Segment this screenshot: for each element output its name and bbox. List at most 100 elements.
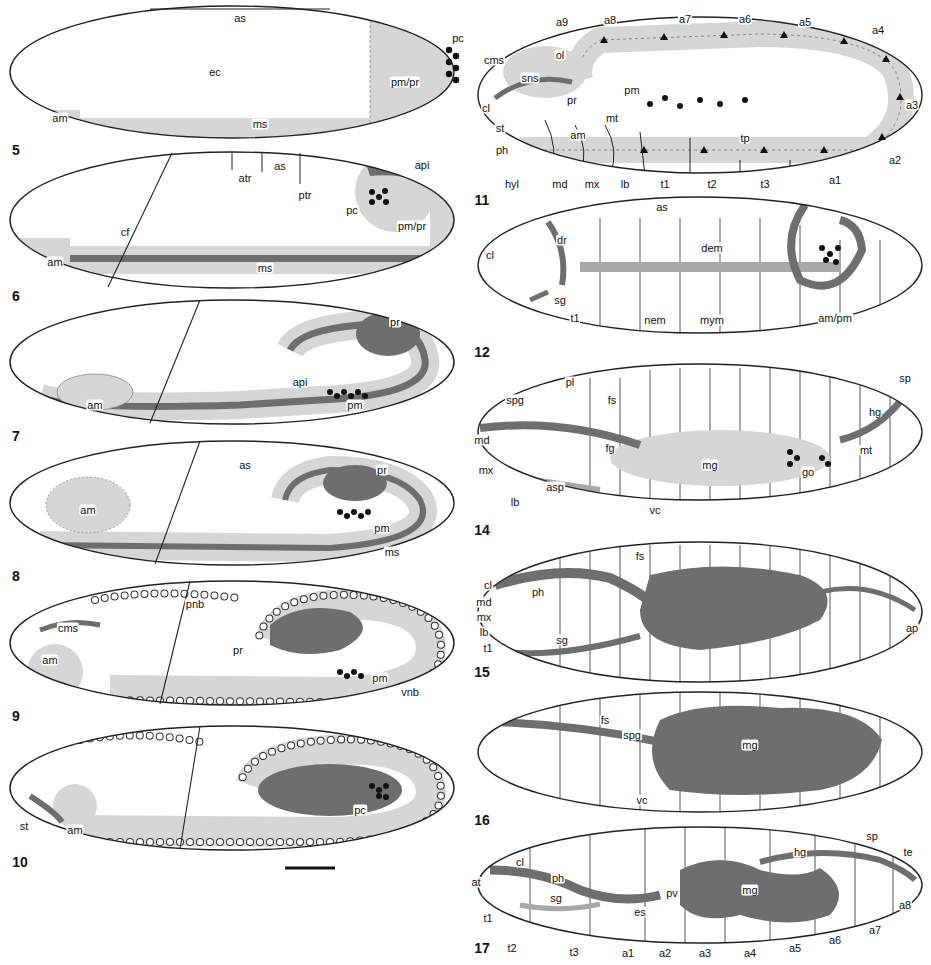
embryo-drawing-part [605, 125, 614, 175]
structure-label: ptr [298, 190, 313, 201]
structure-label: cl [515, 857, 525, 868]
structure-label: am [46, 257, 63, 268]
embryo-drawing-part [370, 0, 371, 150]
embryo-drawing-part [369, 188, 389, 205]
embryo-drawing-part [150, 300, 200, 423]
embryo-drawing-part [327, 389, 333, 395]
structure-label: am [51, 113, 68, 124]
embryo-drawing-part [717, 101, 723, 107]
embryo-drawing-part [860, 550, 861, 684]
stage-number: 10 [11, 855, 29, 869]
embryo-drawing-part [369, 189, 375, 195]
structure-label: mx [476, 612, 493, 623]
structure-label: a8 [603, 15, 617, 26]
embryo-drawing-part [880, 240, 881, 335]
embryo-drawing-part [60, 118, 380, 148]
embryo-drawing-part [10, 238, 70, 293]
structure-label: sns [520, 73, 539, 84]
embryo-drawing-part [640, 218, 641, 335]
embryo-drawing-part [478, 692, 922, 812]
stage-number: 11 [474, 193, 491, 207]
embryo-drawing-part [697, 97, 703, 103]
embryo-drawing-part [787, 461, 793, 467]
embryo-drawing-part [383, 199, 389, 205]
embryo-drawing-part [480, 368, 905, 502]
embryo-drawing-part [662, 95, 668, 101]
embryo-drawing-part [10, 150, 470, 293]
structure-label: a1 [828, 175, 842, 186]
embryo-drawing-part [647, 101, 653, 107]
embryo-drawing-part [760, 146, 768, 153]
embryo-drawing-part [690, 138, 691, 175]
structure-label: atr [238, 173, 253, 184]
embryo-drawing-part [760, 218, 761, 335]
embryo-drawing-part [337, 509, 371, 519]
embryo-drawing-part [530, 827, 531, 945]
embryo-drawing-part [580, 262, 840, 272]
structure-label: a2 [888, 155, 902, 166]
structure-label: hg [868, 407, 882, 418]
structure-label: cf [120, 227, 131, 238]
embryo-drawing-part [530, 205, 880, 335]
embryo-drawing-part [495, 692, 882, 814]
structure-label: pm [373, 523, 390, 534]
structure-label: ph [495, 145, 509, 156]
embryo-drawing-part [860, 375, 861, 502]
structure-label: a5 [788, 943, 802, 954]
embryo-drawing-part [362, 393, 368, 399]
embryo-drawing-part [337, 669, 343, 675]
embryo-drawing-part [95, 593, 240, 600]
embryo-drawing-part [823, 257, 829, 263]
embryo-drawing-part [10, 581, 454, 705]
embryo-drawing-part [490, 870, 660, 899]
structure-label: sg [555, 635, 569, 646]
embryo-drawing-part [300, 153, 301, 184]
embryo-drawing-part [520, 34, 901, 150]
structure-label: pl [565, 377, 576, 388]
structure-label: as [655, 202, 669, 213]
structure-label: pr [376, 465, 388, 476]
structure-label: am [569, 130, 586, 141]
embryo-drawing-part [262, 153, 263, 172]
embryo-drawing-part [30, 735, 441, 842]
embryo-drawing-part [620, 545, 621, 684]
embryo-drawing-part [180, 726, 200, 849]
structure-label: t1 [569, 313, 580, 324]
embryo-drawing-part [327, 389, 368, 399]
embryo-drawing-part [700, 146, 708, 153]
embryo-drawing-part [344, 513, 350, 519]
embryo-drawing-part [478, 17, 922, 173]
structure-label: pm [346, 400, 363, 411]
embryo-drawing-part [740, 160, 741, 175]
stage-number: 9 [11, 709, 21, 723]
embryo-drawing-part [640, 146, 648, 153]
embryo-drawing-part [652, 706, 882, 795]
structure-label: sp [865, 831, 879, 842]
structure-label: as [238, 460, 252, 471]
embryo-drawing-part [341, 389, 347, 395]
embryo-drawing-part [70, 740, 441, 842]
structure-label: cl [485, 250, 495, 261]
structure-label: mg [741, 885, 758, 896]
structure-label: fs [635, 551, 646, 562]
embryo-drawing-part [680, 860, 839, 923]
embryo-drawing-part [369, 783, 389, 800]
embryo-drawing-part [478, 827, 922, 943]
embryo-drawing-part [365, 156, 448, 192]
embryo-drawing-part [520, 904, 600, 909]
structure-label: t3 [568, 947, 579, 958]
embryo-drawing-part [560, 545, 890, 684]
embryo-drawing-part [780, 31, 788, 38]
structure-label: fs [600, 715, 611, 726]
structure-label: vc [649, 505, 662, 516]
embryo-drawing-part [382, 188, 388, 194]
embryo-drawing-part [430, 150, 470, 290]
embryo-drawing-part [827, 251, 833, 257]
embryo-drawing-part [30, 255, 470, 262]
embryo-drawing-part [10, 300, 454, 424]
embryo-drawing-part [590, 545, 591, 684]
embryo-drawing-part [742, 97, 748, 103]
structure-label: a9 [555, 17, 569, 28]
embryo-drawing-part [334, 393, 340, 399]
structure-label: at [470, 877, 481, 888]
